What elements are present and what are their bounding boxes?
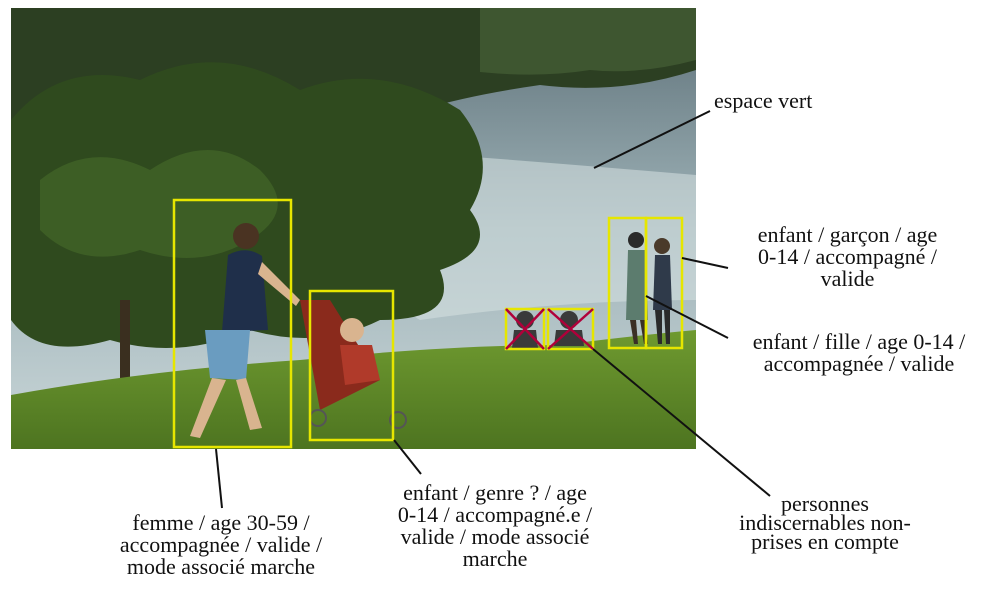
leader-garcon [681,257,729,269]
label-line: marche [462,546,528,571]
label-garcon: enfant / garçon / age 0-14 / accompagné … [735,224,960,290]
label-femme: femme / age 30-59 / accompagnée / valide… [92,512,350,578]
label-enfant-poussette: enfant / genre ? / age 0-14 / accompagné… [372,482,618,570]
label-line: prises en compte [751,529,899,554]
label-line: valide / mode associé [400,524,590,549]
label-line: accompagnée / valide / [119,532,323,557]
label-espace-vert: espace vert [714,90,812,112]
leader-fille [645,295,729,339]
label-line: accompagnée / valide [763,351,955,376]
box-garcon [644,216,684,350]
leader-lines [215,110,771,509]
label-line: 0-14 / accompagné.e / [397,502,593,527]
cross-2b [547,308,594,350]
box-indiscernable-1 [504,307,546,351]
cross-1b [505,308,545,350]
label-line: enfant / garçon / age [757,222,938,247]
leader-enfant-poussette [393,439,422,475]
label-line: enfant / genre ? / age [403,480,587,505]
label-espace-vert-line: espace vert [714,88,813,113]
label-line: 0-14 / accompagné / [758,244,937,269]
label-line: personnes [781,491,869,516]
box-enfant-poussette [308,289,395,442]
leader-femme [215,448,223,509]
leader-espace-vert [593,110,711,169]
leader-indiscernables [592,348,771,497]
label-line: enfant / fille / age 0-14 / [752,329,966,354]
label-line: indiscernables non- [739,510,911,535]
box-indiscernable-2 [546,307,595,351]
photograph [11,8,696,449]
label-fille: enfant / fille / age 0-14 / accompagnée … [728,331,990,375]
label-line: mode associé marche [126,554,316,579]
label-line: femme / age 30-59 / [132,510,310,535]
detection-boxes [172,198,684,449]
label-indiscernables: personnes indiscernables non- prises en … [712,491,938,554]
exclusion-crosses [505,308,594,350]
label-line: valide [820,266,875,291]
box-femme [172,198,293,449]
